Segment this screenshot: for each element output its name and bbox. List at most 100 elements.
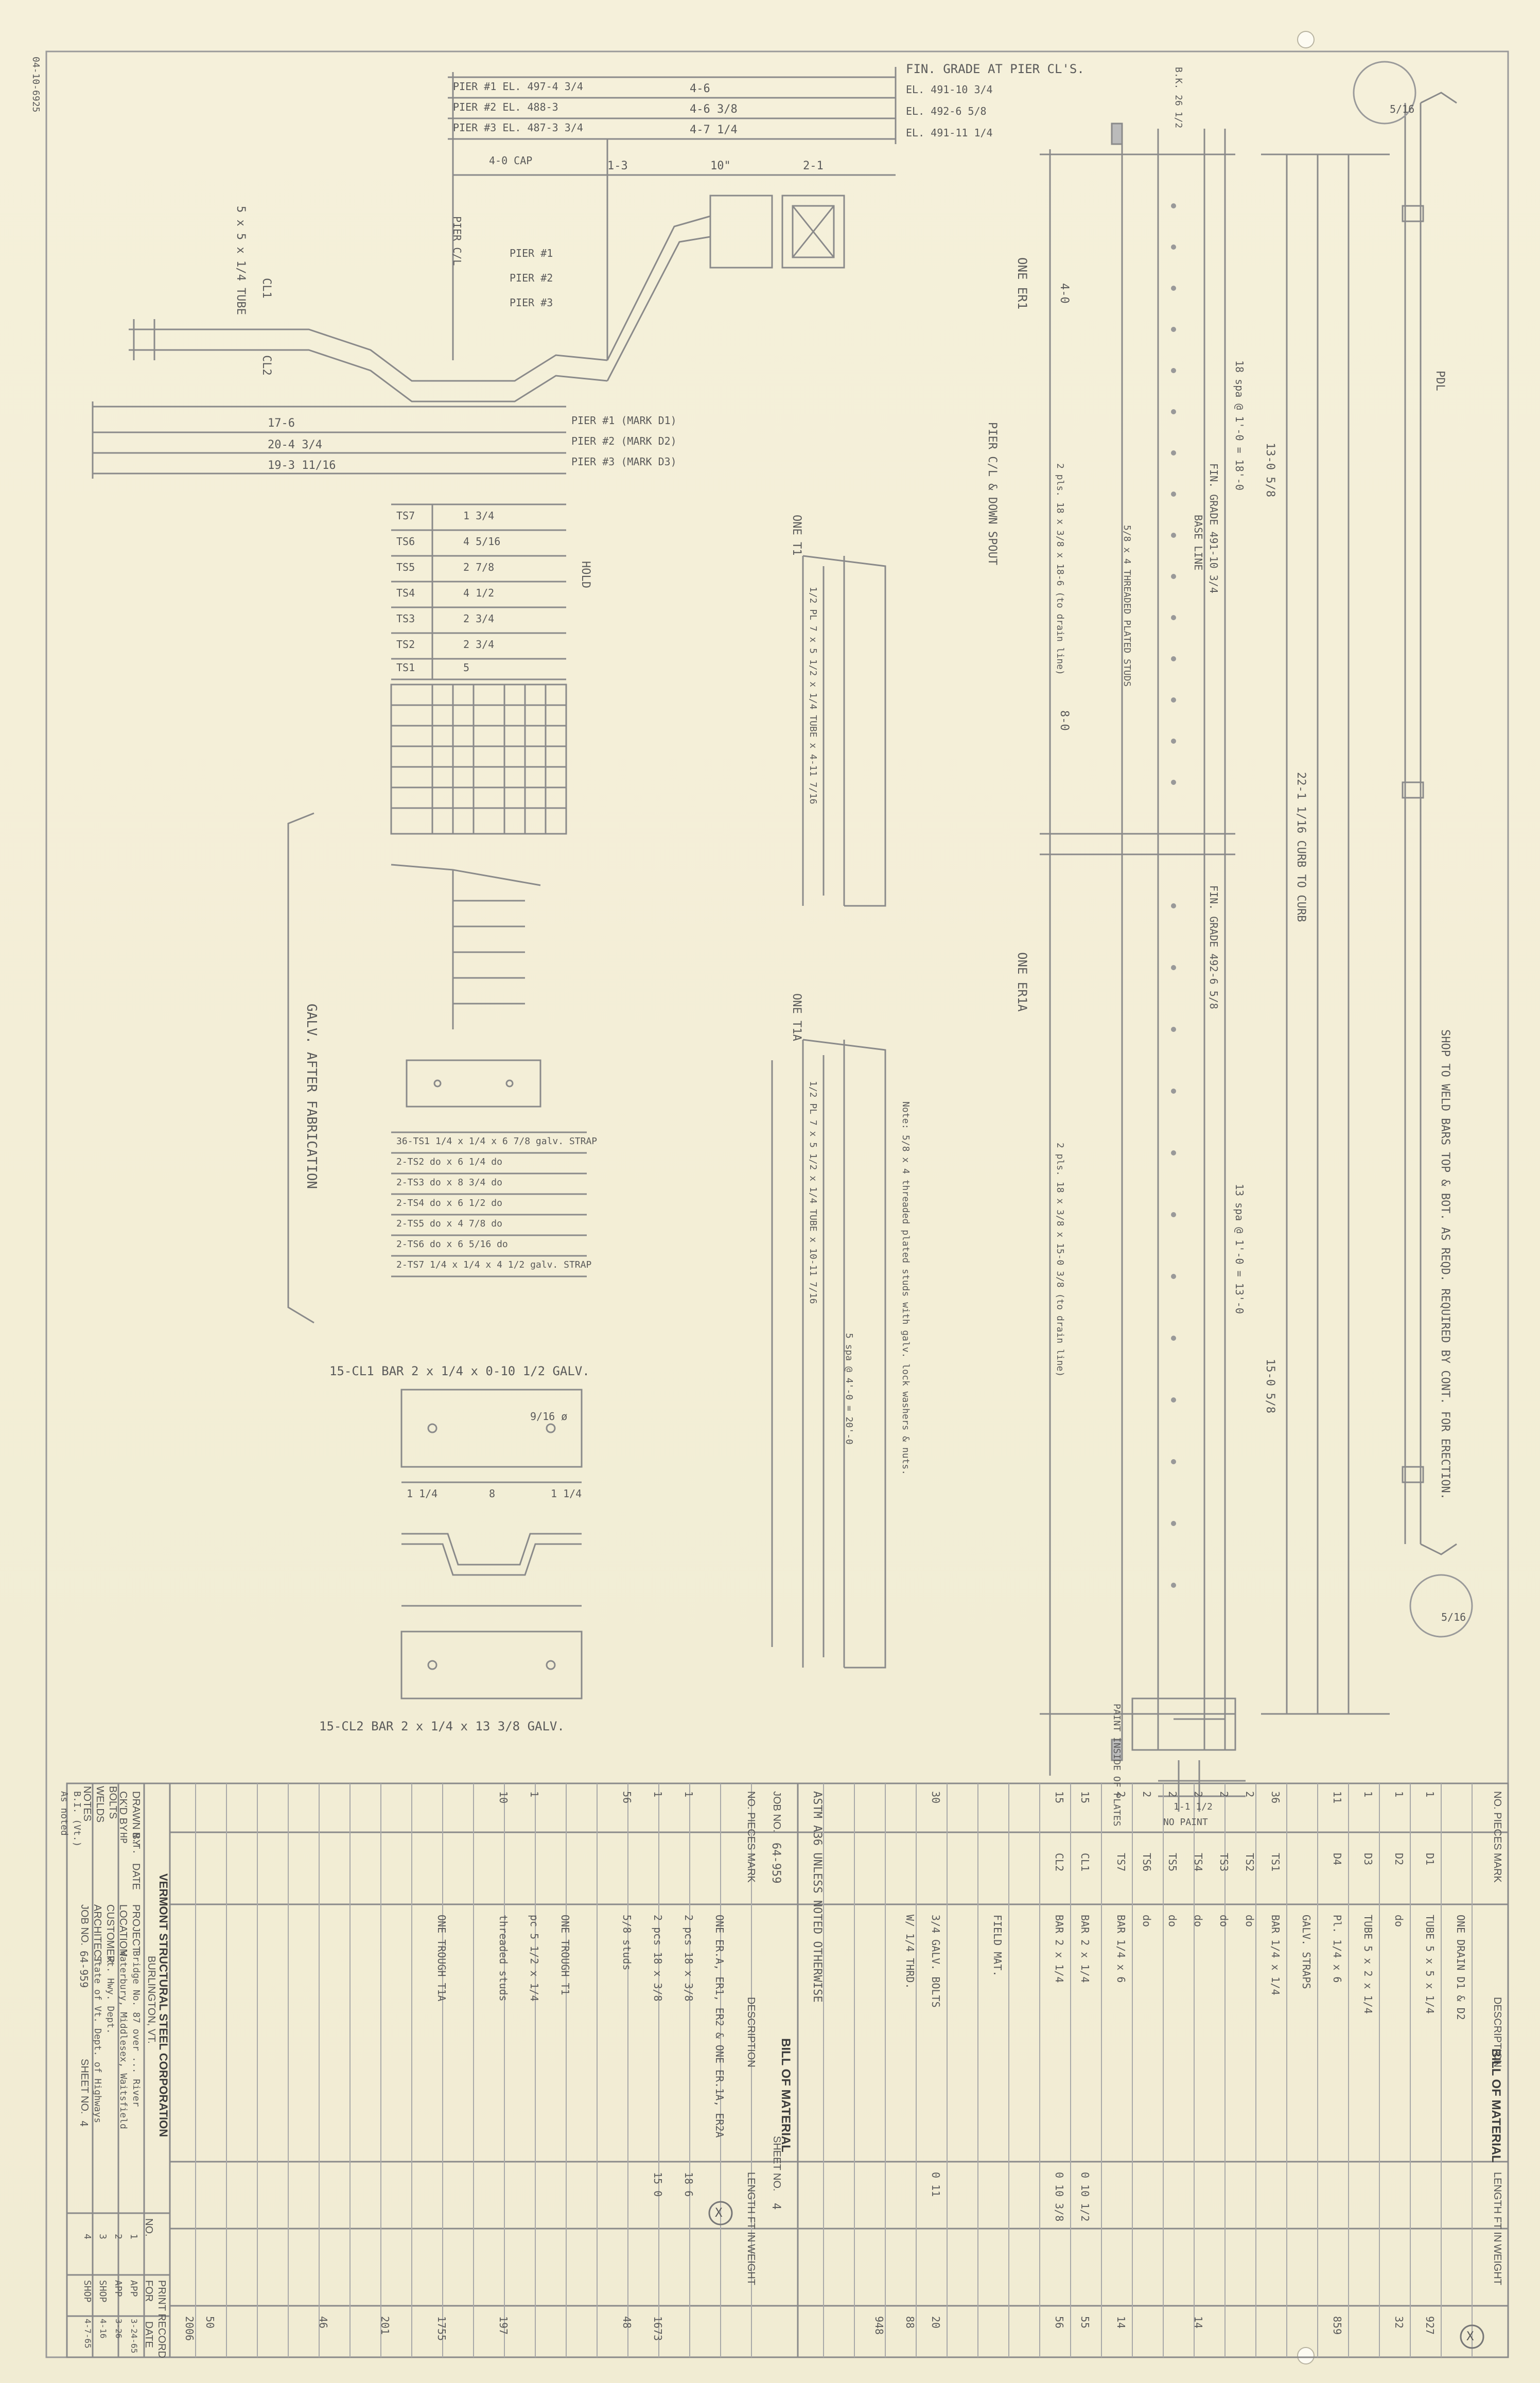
table-row: 14 bbox=[1192, 2316, 1204, 2329]
table-row: D3 bbox=[1362, 1853, 1374, 1866]
ts-val: 4 1/2 bbox=[463, 587, 495, 599]
architect-value: State of Vt. Dept. of Highways bbox=[92, 1956, 103, 2124]
cl2-label: CL2 bbox=[260, 355, 273, 376]
table-row: 15 bbox=[1053, 1791, 1065, 1804]
print-row-date: 4-16 bbox=[98, 2319, 108, 2339]
er1a-label: ONE ER1A bbox=[1015, 952, 1029, 1012]
table-row: do bbox=[1166, 1915, 1179, 1928]
table-row: 36 bbox=[1269, 1791, 1282, 1804]
table-row: 201 bbox=[379, 2316, 391, 2335]
no-paint-note: NO PAINT bbox=[1163, 1817, 1208, 1828]
welds-value: As noted bbox=[59, 1791, 69, 1836]
table-row: D2 bbox=[1393, 1853, 1405, 1866]
cl-dim: 1 1/4 bbox=[407, 1487, 438, 1500]
table-row: 197 bbox=[497, 2316, 510, 2335]
location-value: Waterbury, Middlesex, Waitsfield bbox=[118, 1951, 129, 2129]
table-row: 15 bbox=[1079, 1791, 1091, 1804]
label-print-date: DATE bbox=[143, 2321, 154, 2348]
label-welds: WELDS bbox=[94, 1786, 106, 1823]
table-row: TUBE 5 x 5 x 1/4 bbox=[1424, 1915, 1436, 2014]
trough-t1a-desc: 1/2 PL 7 x 5 1/2 x 1/4 TUBE x 10-11 7/16 bbox=[808, 1081, 818, 1304]
bill-left-job-no: 64-959 bbox=[769, 1843, 782, 1884]
cl-dim: 8 bbox=[489, 1487, 496, 1500]
table-row: BAR 1/4 x 6 bbox=[1115, 1915, 1127, 1983]
ts-mark: TS7 bbox=[396, 510, 415, 522]
table-row: 1755 bbox=[435, 2316, 448, 2341]
weld-size: 5/16 bbox=[1441, 1611, 1466, 1623]
label-project: PROJECT bbox=[130, 1904, 142, 1953]
pier-elev-3: PIER #3 EL. 487-3 3/4 bbox=[453, 121, 583, 134]
table-row: 2 bbox=[1244, 1791, 1256, 1798]
bill-left-sheet-label: SHEET NO. bbox=[771, 2136, 782, 2192]
col-mark: MARK bbox=[745, 1853, 757, 1883]
table-row: 56 bbox=[1053, 2316, 1065, 2329]
pier-elev-1: PIER #1 EL. 497-4 3/4 bbox=[453, 80, 583, 93]
strap-list-item: 2-TS4 do x 6 1/2 do bbox=[396, 1198, 502, 1208]
strap-list-item: 2-TS6 do x 6 5/16 do bbox=[396, 1239, 508, 1250]
label-job-no: JOB NO. bbox=[79, 1904, 90, 1946]
table-row: 2 pcs 18 x 3/8 bbox=[652, 1915, 664, 2002]
strap-list-item: 2-TS7 1/4 x 1/4 x 4 1/2 galv. STRAP bbox=[396, 1259, 592, 1270]
table-row: TS3 bbox=[1218, 1853, 1230, 1872]
cl1-label: CL1 bbox=[260, 278, 273, 299]
table-row: do bbox=[1244, 1915, 1256, 1928]
pier-label-2: PIER #2 bbox=[510, 272, 553, 284]
pier-mark-3: PIER #3 (MARK D3) bbox=[571, 455, 677, 468]
table-row: 14 bbox=[1115, 2316, 1127, 2329]
col-pieces: NO. PIECES bbox=[745, 1791, 757, 1850]
punch-hole bbox=[1297, 31, 1315, 48]
print-row-date: 3-24-65 bbox=[129, 2319, 139, 2354]
label-for: FOR bbox=[143, 2280, 154, 2302]
plate-dim: 22-1 1/16 CURB TO CURB bbox=[1294, 772, 1307, 922]
ts-mark: TS3 bbox=[396, 612, 415, 625]
tube-label: 5 x 5 x 1/4 TUBE bbox=[234, 206, 247, 315]
table-row: 1673 bbox=[652, 2316, 664, 2341]
table-row: do bbox=[1192, 1915, 1204, 1928]
er1-desc: 2 pls. 18 x 3/8 x 18-6 (to drain line) bbox=[1055, 463, 1065, 675]
col-weight: WEIGHT bbox=[1492, 2244, 1503, 2285]
fin-grade-label: FIN. GRADE AT PIER CL'S. bbox=[906, 62, 1084, 76]
pier-label-1: PIER #1 bbox=[510, 247, 553, 259]
table-row: 50 bbox=[204, 2316, 216, 2329]
print-row-for: APP bbox=[128, 2280, 139, 2297]
table-row: do bbox=[1218, 1915, 1230, 1928]
plate-dim: 4-0 bbox=[1058, 283, 1071, 304]
print-row-date: 3-26 bbox=[114, 2319, 124, 2339]
table-row: do bbox=[1141, 1915, 1153, 1928]
table-row: 2006 bbox=[183, 2316, 196, 2341]
trough-t1-label: ONE T1 bbox=[790, 515, 803, 556]
bottom-dim-3: 19-3 11/16 bbox=[268, 459, 336, 472]
pier-cl-label: PIER C/L bbox=[451, 216, 463, 266]
table-row: TS1 bbox=[1269, 1853, 1282, 1872]
pier-label-3: PIER #3 bbox=[510, 296, 553, 309]
strap-list-item: 2-TS3 do x 8 3/4 do bbox=[396, 1177, 502, 1188]
customer-value: Vt. Hwy. Dept. bbox=[105, 1956, 116, 2034]
table-row: 0 10 3/8 bbox=[1053, 2172, 1065, 2222]
print-row-date: 4-7-65 bbox=[83, 2319, 93, 2349]
er1a-desc: 2 pls. 18 x 3/8 x 15-0 3/8 (to drain lin… bbox=[1055, 1143, 1065, 1377]
ts-val: 2 7/8 bbox=[463, 561, 495, 573]
bill-left-circle: X bbox=[715, 2205, 723, 2220]
right-elev-2: EL. 492-6 5/8 bbox=[906, 105, 987, 117]
table-row: CL1 bbox=[1079, 1853, 1091, 1872]
label-sheet-no: SHEET NO. bbox=[79, 2059, 90, 2114]
col-length: LENGTH FT IN bbox=[745, 2172, 757, 2242]
label-chk-by: CK'D BY bbox=[117, 1791, 129, 1832]
table-row: 11 bbox=[1331, 1791, 1343, 1804]
table-row: TUBE 5 x 2 x 1/4 bbox=[1362, 1915, 1374, 2014]
pier-elev-2: PIER #2 EL. 488-3 bbox=[453, 101, 558, 113]
print-row-no: 3 bbox=[97, 2234, 108, 2239]
strap-list-item: 36-TS1 1/4 x 1/4 x 6 7/8 galv. STRAP bbox=[396, 1136, 598, 1147]
table-row: 30 bbox=[930, 1791, 942, 1804]
weld-size: 5/16 bbox=[1390, 103, 1415, 115]
ts-mark: TS2 bbox=[396, 638, 415, 651]
table-row: TS7 bbox=[1115, 1853, 1127, 1872]
label-notes: NOTES bbox=[81, 1786, 93, 1821]
cl1-bar-label: 15-CL1 BAR 2 x 1/4 x 0-10 1/2 GALV. bbox=[329, 1364, 590, 1378]
trough-note: Note: 5/8 x 4 threaded plated studs with… bbox=[900, 1101, 911, 1476]
table-row: D4 bbox=[1331, 1853, 1343, 1866]
print-row-no: 2 bbox=[113, 2234, 124, 2239]
table-row: do bbox=[1393, 1915, 1405, 1928]
table-row: CL2 bbox=[1053, 1853, 1065, 1872]
table-row: TS6 bbox=[1141, 1853, 1153, 1872]
